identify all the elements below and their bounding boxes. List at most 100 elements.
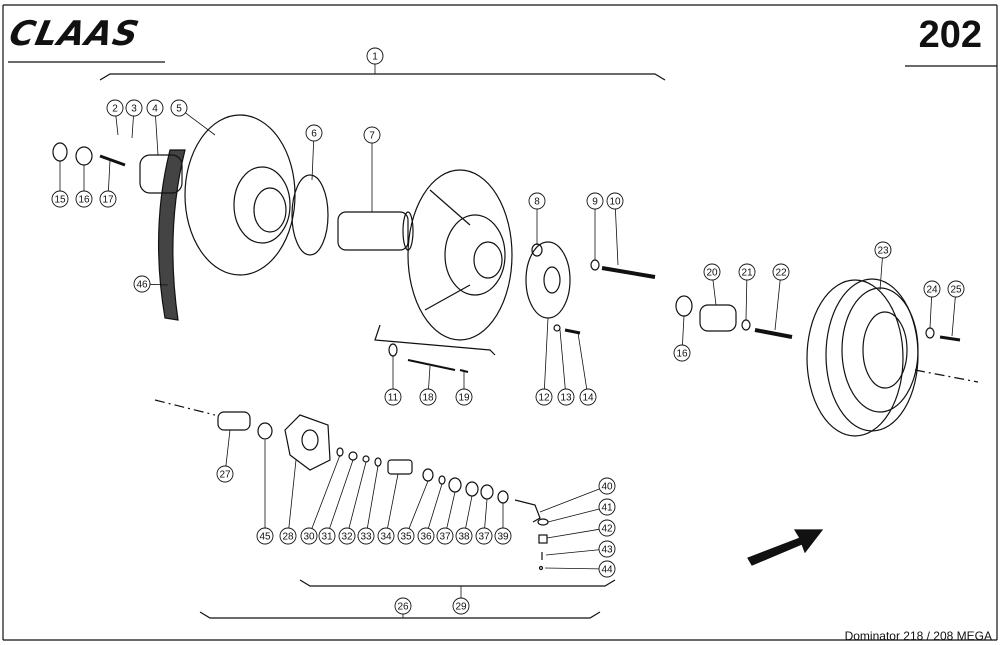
callout-18: 18 xyxy=(419,365,437,406)
callout-23: 23 xyxy=(874,241,892,291)
callout-circle xyxy=(535,388,553,406)
callout-label: 15 xyxy=(54,195,66,206)
callout-4: 4 xyxy=(146,99,164,156)
grooved-pulley-part xyxy=(806,278,979,437)
callout-label: 9 xyxy=(592,197,598,208)
callout-41: 41 xyxy=(547,498,616,523)
callout-circle xyxy=(586,192,604,210)
callout-circle xyxy=(99,190,117,208)
callout-circle xyxy=(452,597,470,615)
leader-line xyxy=(348,461,367,529)
callout-label: 16 xyxy=(78,195,90,206)
callout-label: 17 xyxy=(102,195,114,206)
callout-38: 38 xyxy=(455,495,473,545)
callout-circle xyxy=(377,527,395,545)
callout-label: 2 xyxy=(112,104,118,115)
callout-circle xyxy=(579,388,597,406)
leader-line xyxy=(559,329,566,390)
callout-label: 29 xyxy=(455,602,467,613)
callout-circle xyxy=(51,190,69,208)
callout-label: 44 xyxy=(601,565,613,576)
callout-circle xyxy=(357,527,375,545)
callout-label: 43 xyxy=(601,545,613,556)
callout-label: 18 xyxy=(422,393,434,404)
callout-20: 20 xyxy=(703,263,721,306)
callout-16: 16 xyxy=(75,165,93,208)
callout-28: 28 xyxy=(279,459,297,545)
callout-circle xyxy=(923,280,941,298)
leader-line xyxy=(951,296,956,337)
callout-label: 33 xyxy=(360,532,372,543)
callout-circle xyxy=(397,527,415,545)
leader-line xyxy=(547,508,600,523)
leader-line xyxy=(427,483,443,529)
callout-14: 14 xyxy=(577,332,597,406)
callout-42: 42 xyxy=(546,519,616,539)
callout-15: 15 xyxy=(51,161,69,208)
leader-line xyxy=(539,488,600,513)
callout-circle xyxy=(75,190,93,208)
callout-label: 26 xyxy=(397,602,409,613)
callout-label: 6 xyxy=(311,129,317,140)
callout-label: 46 xyxy=(136,280,148,291)
callout-label: 34 xyxy=(380,532,392,543)
leader-line xyxy=(311,454,341,529)
callout-6: 6 xyxy=(305,124,323,181)
callout-25: 25 xyxy=(947,280,965,337)
callout-16: 16 xyxy=(673,315,691,362)
right-parts xyxy=(675,295,793,339)
page-number: 202 xyxy=(918,14,982,56)
callout-34: 34 xyxy=(377,473,399,545)
callout-circle xyxy=(279,527,297,545)
callout-circle xyxy=(125,99,143,117)
leader-line xyxy=(465,495,473,529)
callout-circle xyxy=(318,527,336,545)
callout-circle xyxy=(494,527,512,545)
leader-line xyxy=(131,115,134,139)
leader-line xyxy=(544,567,600,570)
leader-line xyxy=(108,159,111,192)
callout-label: 39 xyxy=(497,532,509,543)
callout-circle xyxy=(475,527,493,545)
callout-5: 5 xyxy=(170,99,216,136)
callout-19: 19 xyxy=(455,372,473,406)
callout-label: 31 xyxy=(321,532,333,543)
callout-8: 8 xyxy=(528,192,546,245)
callout-label: 5 xyxy=(176,104,182,115)
leader-line xyxy=(577,332,588,390)
callout-30: 30 xyxy=(300,454,341,545)
callout-27: 27 xyxy=(216,429,234,483)
leader-line xyxy=(545,549,600,556)
callout-31: 31 xyxy=(318,459,354,545)
callout-circle xyxy=(598,498,616,516)
callout-circle xyxy=(394,597,412,615)
callout-circle xyxy=(300,527,318,545)
callout-circle xyxy=(338,527,356,545)
callout-label: 32 xyxy=(341,532,353,543)
leader-line xyxy=(774,279,781,331)
callout-circle xyxy=(703,263,721,281)
callout-label: 37 xyxy=(439,532,451,543)
callout-circle xyxy=(673,344,691,362)
leader-line xyxy=(155,115,159,156)
callout-1: 1 xyxy=(366,47,384,74)
callout-32: 32 xyxy=(338,461,367,545)
callout-label: 10 xyxy=(609,197,621,208)
callout-9: 9 xyxy=(586,192,604,260)
leader-line xyxy=(712,279,717,306)
callout-label: 40 xyxy=(601,482,613,493)
callout-label: 42 xyxy=(601,524,613,535)
callout-circle xyxy=(598,477,616,495)
callout-36: 36 xyxy=(417,483,443,545)
callout-circle xyxy=(947,280,965,298)
callout-11: 11 xyxy=(384,356,402,406)
callout-label: 7 xyxy=(369,131,375,142)
leader-line xyxy=(879,257,883,291)
callout-circle xyxy=(419,388,437,406)
leader-line xyxy=(614,208,619,266)
leader-line xyxy=(149,283,169,286)
callout-circle xyxy=(216,465,234,483)
leader-line xyxy=(288,459,297,529)
callout-label: 25 xyxy=(950,285,962,296)
callout-10: 10 xyxy=(606,192,624,266)
